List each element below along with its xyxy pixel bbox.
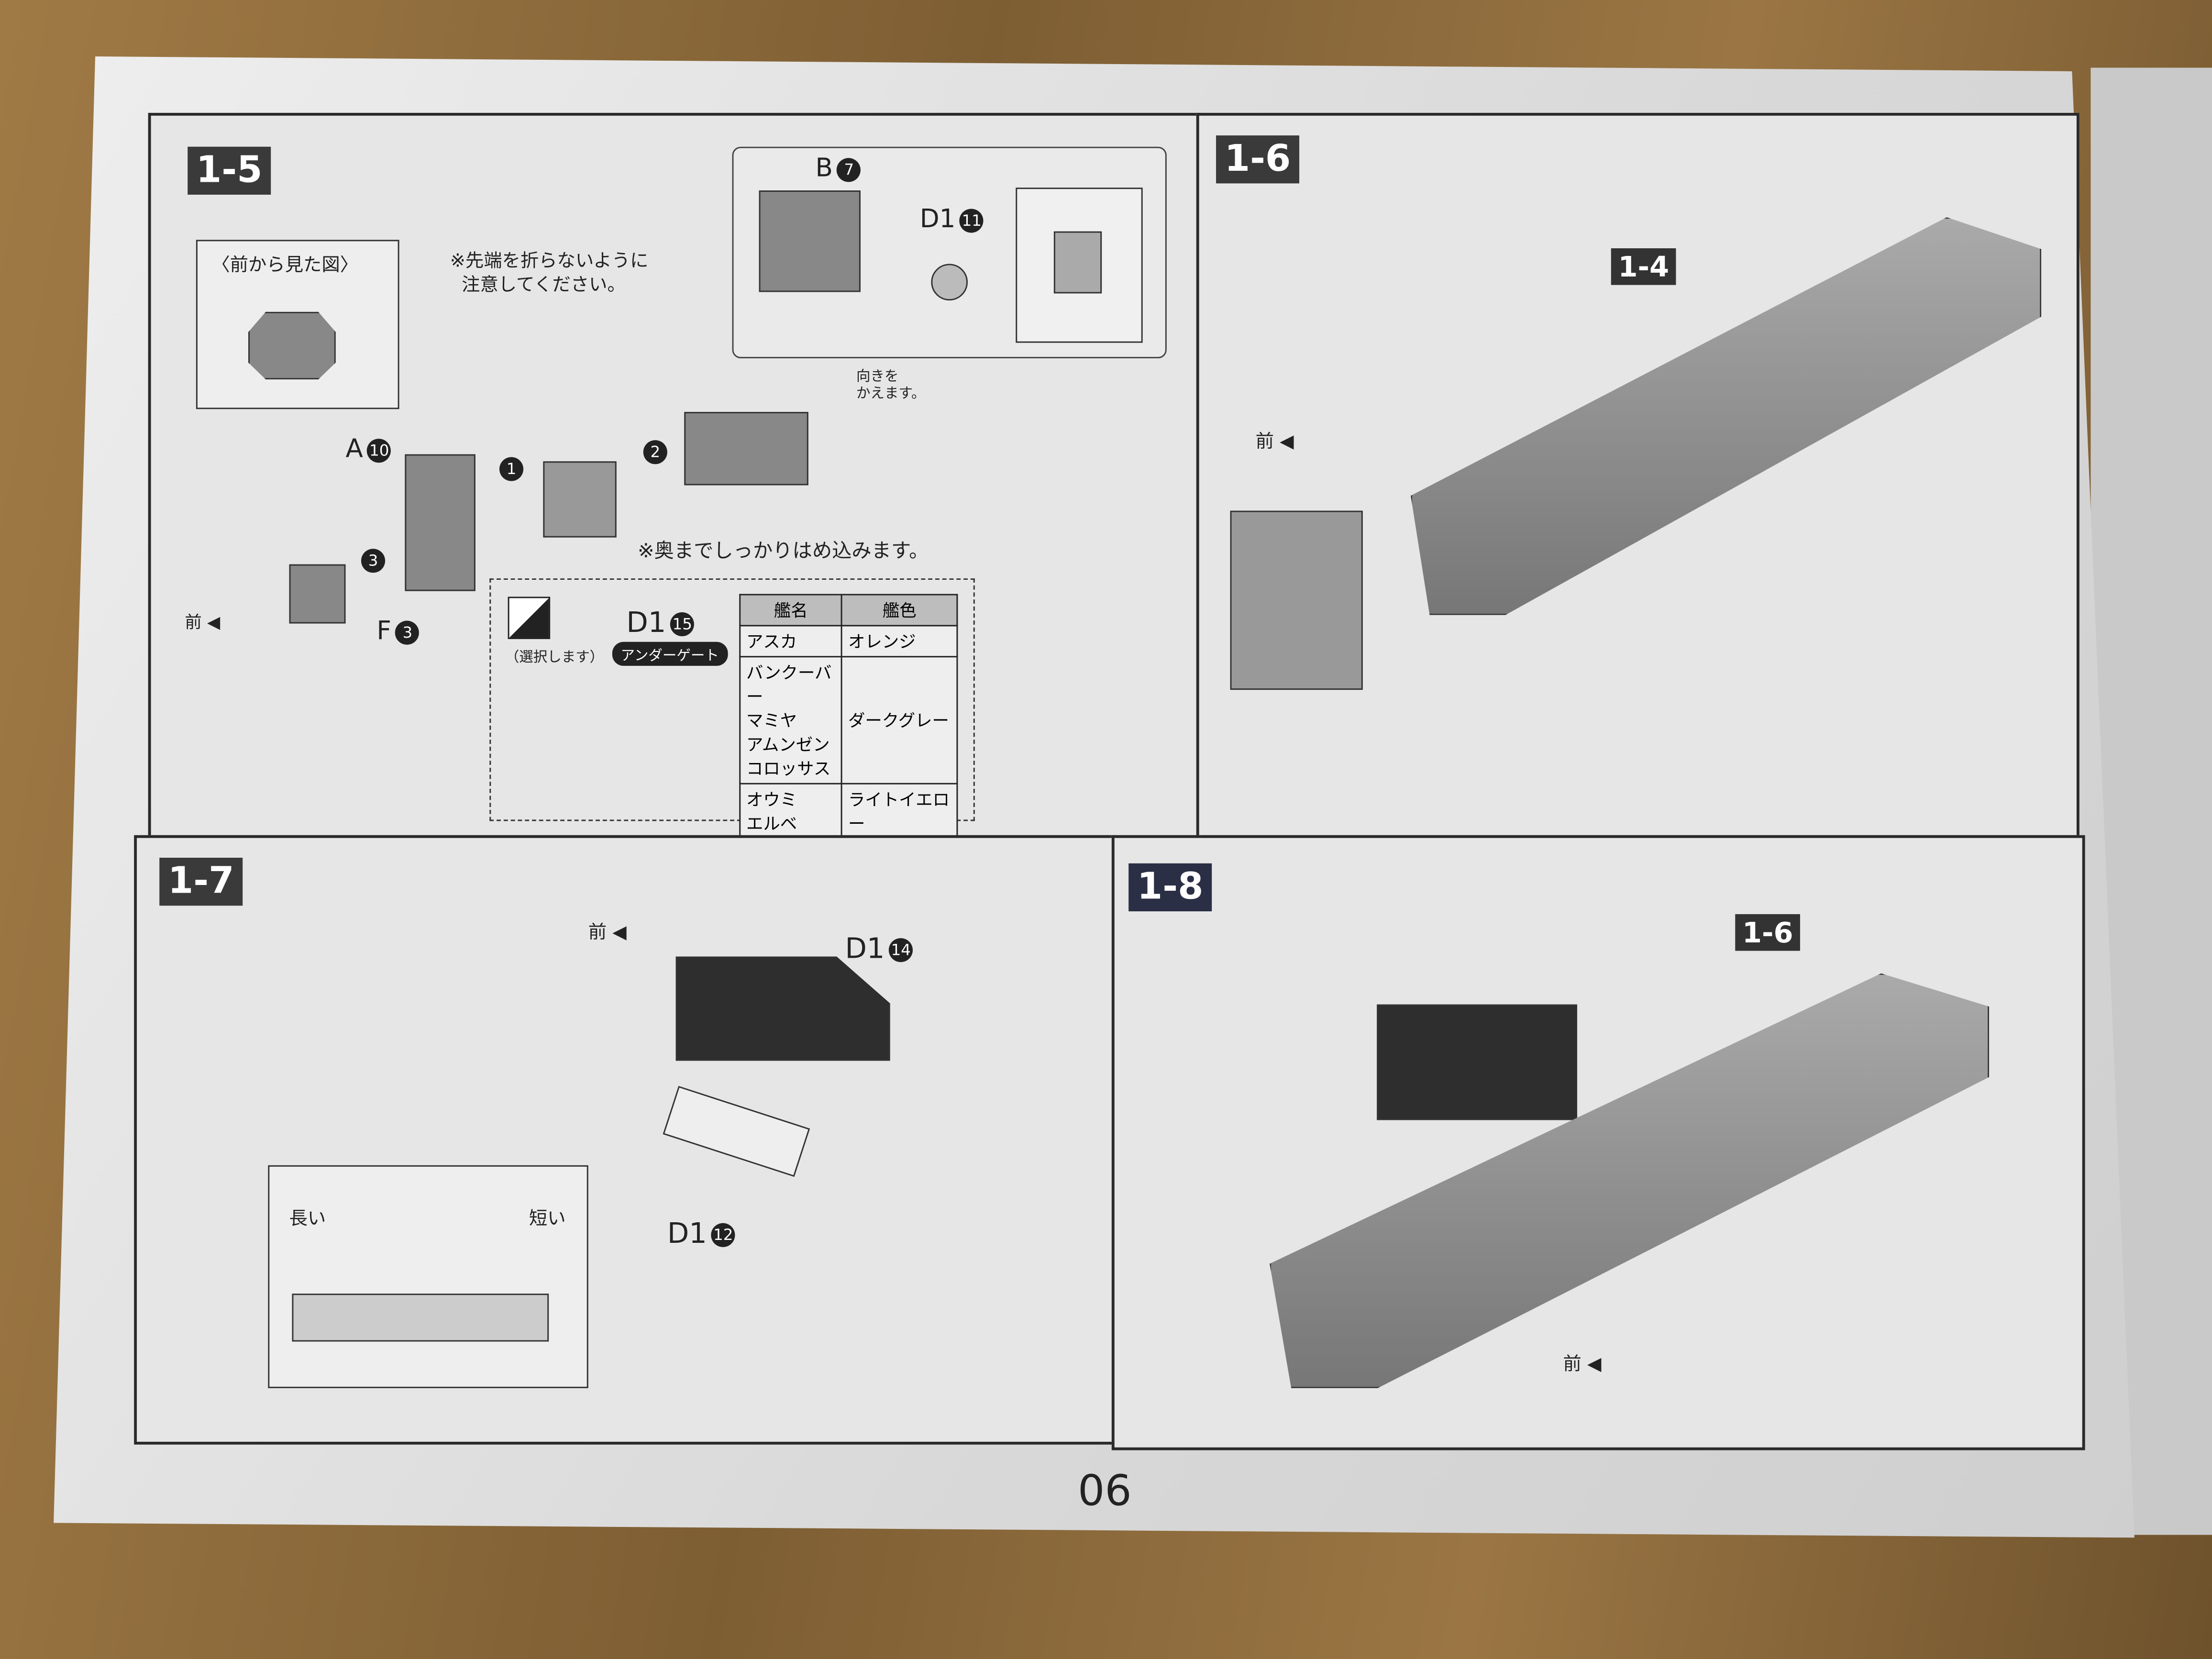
select-icon [508,597,551,639]
page-number: 06 [1078,1467,1132,1517]
part-d1-15 [543,461,617,538]
step-1-8-panel: 1-8 1-6 前 ◀ [1111,835,2085,1450]
long-label: 長い [289,1209,326,1230]
step-number: 1-5 [188,146,271,195]
front-label: 前 ◀ [1255,431,1294,453]
part-d1-11-side [1053,231,1102,294]
ship-hull [1411,217,2042,615]
reference-step: 1-4 [1611,248,1676,285]
table-header: 艦色 [841,594,958,627]
part-d1-12-side [292,1294,549,1342]
table-header: 艦名 [739,594,843,627]
part-d1-14 [675,956,890,1061]
part-d1-14 [1377,1004,1577,1120]
part-b-assembly [684,412,808,486]
table-row: オウミエルベライトイエロー [739,783,958,840]
step-number: 1-6 [1216,135,1299,184]
front-label: 前 ◀ [185,612,221,632]
front-label: 前 ◀ [588,922,627,944]
front-view-label: 〈前から見た図〉 [211,255,359,277]
part-a [405,454,476,591]
step-number: 1-7 [159,857,243,906]
order-3: 3 [357,546,386,573]
front-label: 前 ◀ [1563,1354,1602,1376]
rotate-note: 向きをかえます。 [856,369,926,402]
order-2: 2 [639,437,667,465]
table-row: アスカオレンジ [739,625,958,658]
part-f [289,564,346,624]
zoom-inset [1016,188,1143,343]
table-row: バンクーバーマミヤアムンゼンコロッサスダークグレー [739,656,958,785]
reference-step: 1-6 [1735,914,1801,951]
part-b [759,190,861,292]
push-note: ※奥までしっかりはめ込みます。 [637,540,929,563]
step-number: 1-8 [1128,863,1212,912]
part-front-shape [248,311,336,380]
short-label: 短い [529,1209,566,1230]
length-inset: 長い 短い [268,1165,588,1388]
part-d1-11 [931,264,968,301]
step-1-6-panel: 1-6 1-4 前 ◀ [1196,112,2079,838]
bow-part [1230,510,1363,690]
undergate-badge: アンダーゲート [612,641,728,666]
order-1: 1 [495,454,524,481]
caution-note: ※先端を折らないように 注意してください。 [450,251,649,297]
front-view-inset: 〈前から見た図〉 [196,240,399,409]
color-table: 艦名艦色 アスカオレンジ バンクーバーマミヤアムンゼンコロッサスダークグレー オ… [739,594,958,840]
part-d1-12 [663,1085,810,1177]
select-label: （選択します） [505,650,604,666]
